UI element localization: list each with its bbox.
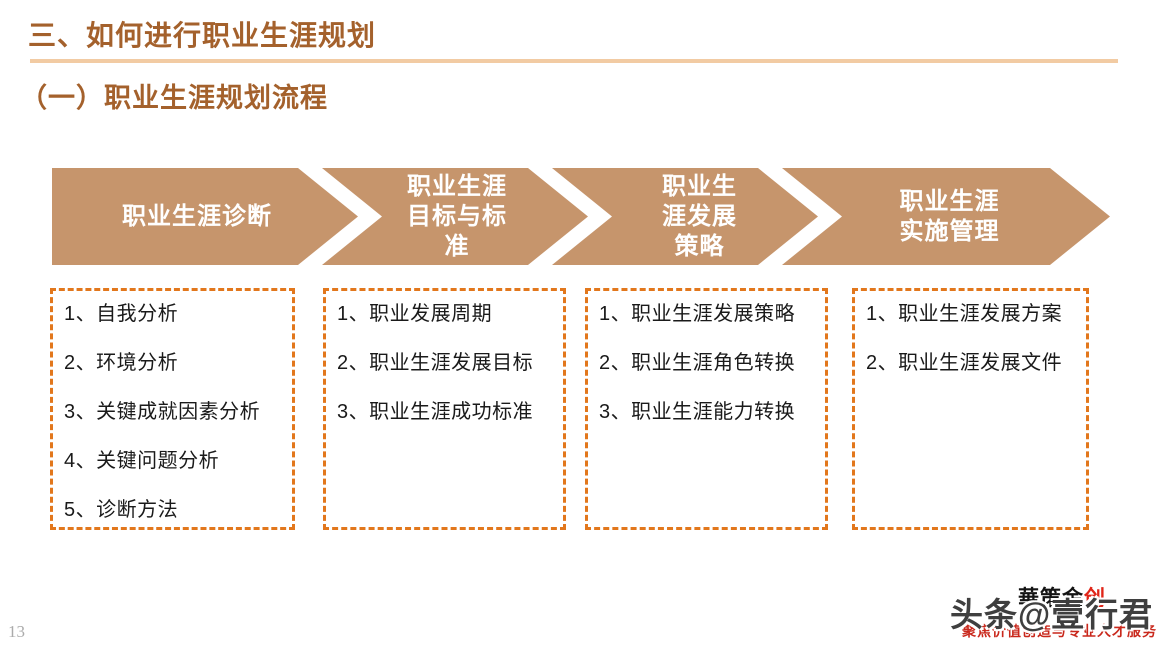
brand-logo: 華策金创	[1018, 582, 1106, 612]
process-step-label-3: 职业生 涯发展 策略	[662, 172, 737, 260]
chevron-shape-4	[782, 168, 1110, 265]
process-step-label-1: 职业生涯诊断	[122, 202, 272, 230]
list-item: 2、环境分析	[64, 352, 179, 374]
detail-list: 1、职业生涯发展方案 2、职业生涯发展文件	[855, 291, 1086, 376]
brand-block: 華策金创 头条@壹行君 聚焦价值创造与专业人才服务	[950, 580, 1174, 650]
watermark: 头条@壹行君	[950, 596, 1154, 633]
detail-list: 1、职业发展周期 2、职业生涯发展目标 3、职业生涯成功标准	[326, 291, 563, 425]
list-item: 4、关键问题分析	[64, 450, 220, 472]
list-item: 3、职业生涯成功标准	[337, 401, 534, 423]
list-item: 1、自我分析	[64, 303, 179, 325]
chevron-shape-3	[552, 168, 818, 265]
list-item: 2、职业生涯角色转换	[599, 352, 796, 374]
brand-logo-main: 華策金	[1018, 587, 1084, 610]
chevron-graphics	[52, 168, 1110, 265]
brand-tagline: 聚焦价值创造与专业人才服务	[962, 623, 1157, 639]
list-item: 3、职业生涯能力转换	[599, 401, 796, 423]
list-item: 1、职业生涯发展方案	[866, 303, 1063, 325]
list-item: 1、职业发展周期	[337, 303, 493, 325]
detail-list: 1、职业生涯发展策略 2、职业生涯角色转换 3、职业生涯能力转换	[588, 291, 825, 425]
process-step-label-2: 职业生涯 目标与标 准	[407, 172, 507, 260]
detail-box-goals: 1、职业发展周期 2、职业生涯发展目标 3、职业生涯成功标准	[323, 288, 566, 530]
page-title: （一）职业生涯规划流程	[20, 83, 328, 113]
brand-logo-accent: 创	[1084, 587, 1106, 610]
detail-box-diagnosis: 1、自我分析 2、环境分析 3、关键成就因素分析 4、关键问题分析 5、诊断方法	[50, 288, 295, 530]
title-underline	[30, 59, 1118, 63]
detail-list: 1、自我分析 2、环境分析 3、关键成就因素分析 4、关键问题分析 5、诊断方法	[53, 291, 292, 523]
list-item: 2、职业生涯发展目标	[337, 352, 534, 374]
process-step-label-4: 职业生涯 实施管理	[899, 187, 1000, 245]
list-item: 2、职业生涯发展文件	[866, 352, 1063, 374]
section-title: 三、如何进行职业生涯规划	[28, 20, 377, 51]
list-item: 5、诊断方法	[64, 499, 179, 521]
chevron-shape-1	[52, 168, 358, 265]
list-item: 1、职业生涯发展策略	[599, 303, 796, 325]
page-number: 13	[8, 622, 25, 641]
process-flow: 职业生涯诊断 职业生涯 目标与标 准 职业生 涯发展 策略 职业生涯 实施管理	[52, 168, 1110, 265]
detail-box-implementation: 1、职业生涯发展方案 2、职业生涯发展文件	[852, 288, 1089, 530]
list-item: 3、关键成就因素分析	[64, 401, 261, 423]
chevron-shape-2	[322, 168, 588, 265]
detail-box-strategy: 1、职业生涯发展策略 2、职业生涯角色转换 3、职业生涯能力转换	[585, 288, 828, 530]
